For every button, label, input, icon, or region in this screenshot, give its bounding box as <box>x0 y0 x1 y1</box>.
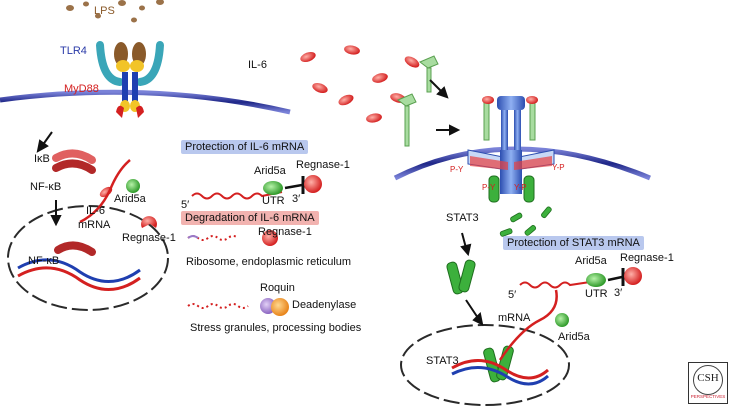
regnase-icon <box>141 216 157 228</box>
roquin-label: Roquin <box>260 282 295 294</box>
myd88-label: MyD88 <box>64 83 99 95</box>
arid5a-nucleus-icon <box>555 313 569 327</box>
nfkb-cyto-label: NF-κB <box>30 181 62 193</box>
stat3-label: STAT3 <box>446 212 479 224</box>
regnase-nucleus-label: Regnase-1 <box>122 232 176 244</box>
arrows <box>36 79 484 326</box>
arid5a-cyto-label: Arid5a <box>114 193 146 205</box>
py-mid-left-label: P-Y <box>482 183 496 192</box>
il6-degradation-schematic <box>187 230 289 316</box>
three-prime-1: 3′ <box>292 193 301 205</box>
py-mid-right-label: Y-P <box>514 183 527 192</box>
three-prime-2: 3′ <box>614 287 623 299</box>
logo-main-text: CSH <box>697 372 719 384</box>
il6-mrna-label-line1: IL-6 <box>86 205 105 217</box>
five-prime-2: 5′ <box>508 289 517 301</box>
arid5a-2-label: Arid5a <box>575 255 607 267</box>
nfkb-nucleus-label: NF-κB <box>28 255 60 267</box>
regnase-3-label: Regnase-1 <box>620 252 674 264</box>
il6-degradation-heading: Degradation of IL-6 mRNA <box>181 211 319 225</box>
utr-2-label: UTR <box>585 288 608 300</box>
stat3-dimer-nucleus <box>451 345 549 386</box>
lps-particles <box>66 0 164 23</box>
cell-membrane-left <box>0 89 291 115</box>
utr-1-label: UTR <box>262 195 285 207</box>
stat3-monomers <box>499 206 552 237</box>
csh-perspectives-logo: CSH PERSPECTIVES <box>688 362 728 404</box>
ikb-nfkb-complex <box>52 149 96 174</box>
stat3-protection-heading: Protection of STAT3 mRNA <box>503 236 644 250</box>
stat3-nucleus-label: STAT3 <box>426 355 459 367</box>
lps-label: LPS <box>94 5 115 17</box>
stress-granules-label: Stress granules, processing bodies <box>190 322 362 334</box>
gp130-free <box>397 55 439 147</box>
logo-sub-text: PERSPECTIVES <box>690 394 726 399</box>
ikb-label: IκB <box>34 153 50 165</box>
regnase-1-label: Regnase-1 <box>296 159 350 171</box>
arid5a-icon <box>126 179 140 193</box>
stat3-protection-schematic <box>519 267 642 289</box>
regnase-2-label: Regnase-1 <box>258 226 312 238</box>
logo-ring <box>693 365 723 395</box>
deadenylase-label: Deadenylase <box>292 299 357 311</box>
il6-top-label: IL-6 <box>248 59 267 71</box>
tlr4-receptor <box>96 41 164 118</box>
mrna-label: mRNA <box>498 312 531 324</box>
il6-protection-heading: Protection of IL-6 mRNA <box>181 140 309 154</box>
stat3-mrna-strand <box>498 289 558 361</box>
five-prime-1: 5′ <box>181 199 190 211</box>
il6-mrna-label-line2: mRNA <box>78 219 111 231</box>
tlr4-label: TLR4 <box>60 45 87 57</box>
il6-receptor-complex <box>467 96 555 203</box>
arid5a-1-label: Arid5a <box>254 165 286 177</box>
ribosome-label: Ribosome, endoplasmic reticulum <box>186 256 352 268</box>
py-right-label: Y-P <box>552 163 565 172</box>
il6-protection-schematic <box>191 175 322 200</box>
nfkb-nucleus-dna <box>17 159 141 291</box>
arid5a-3-label: Arid5a <box>558 331 590 343</box>
stat3-dimer-cyto <box>446 259 476 295</box>
py-left-label: P-Y <box>450 165 464 174</box>
